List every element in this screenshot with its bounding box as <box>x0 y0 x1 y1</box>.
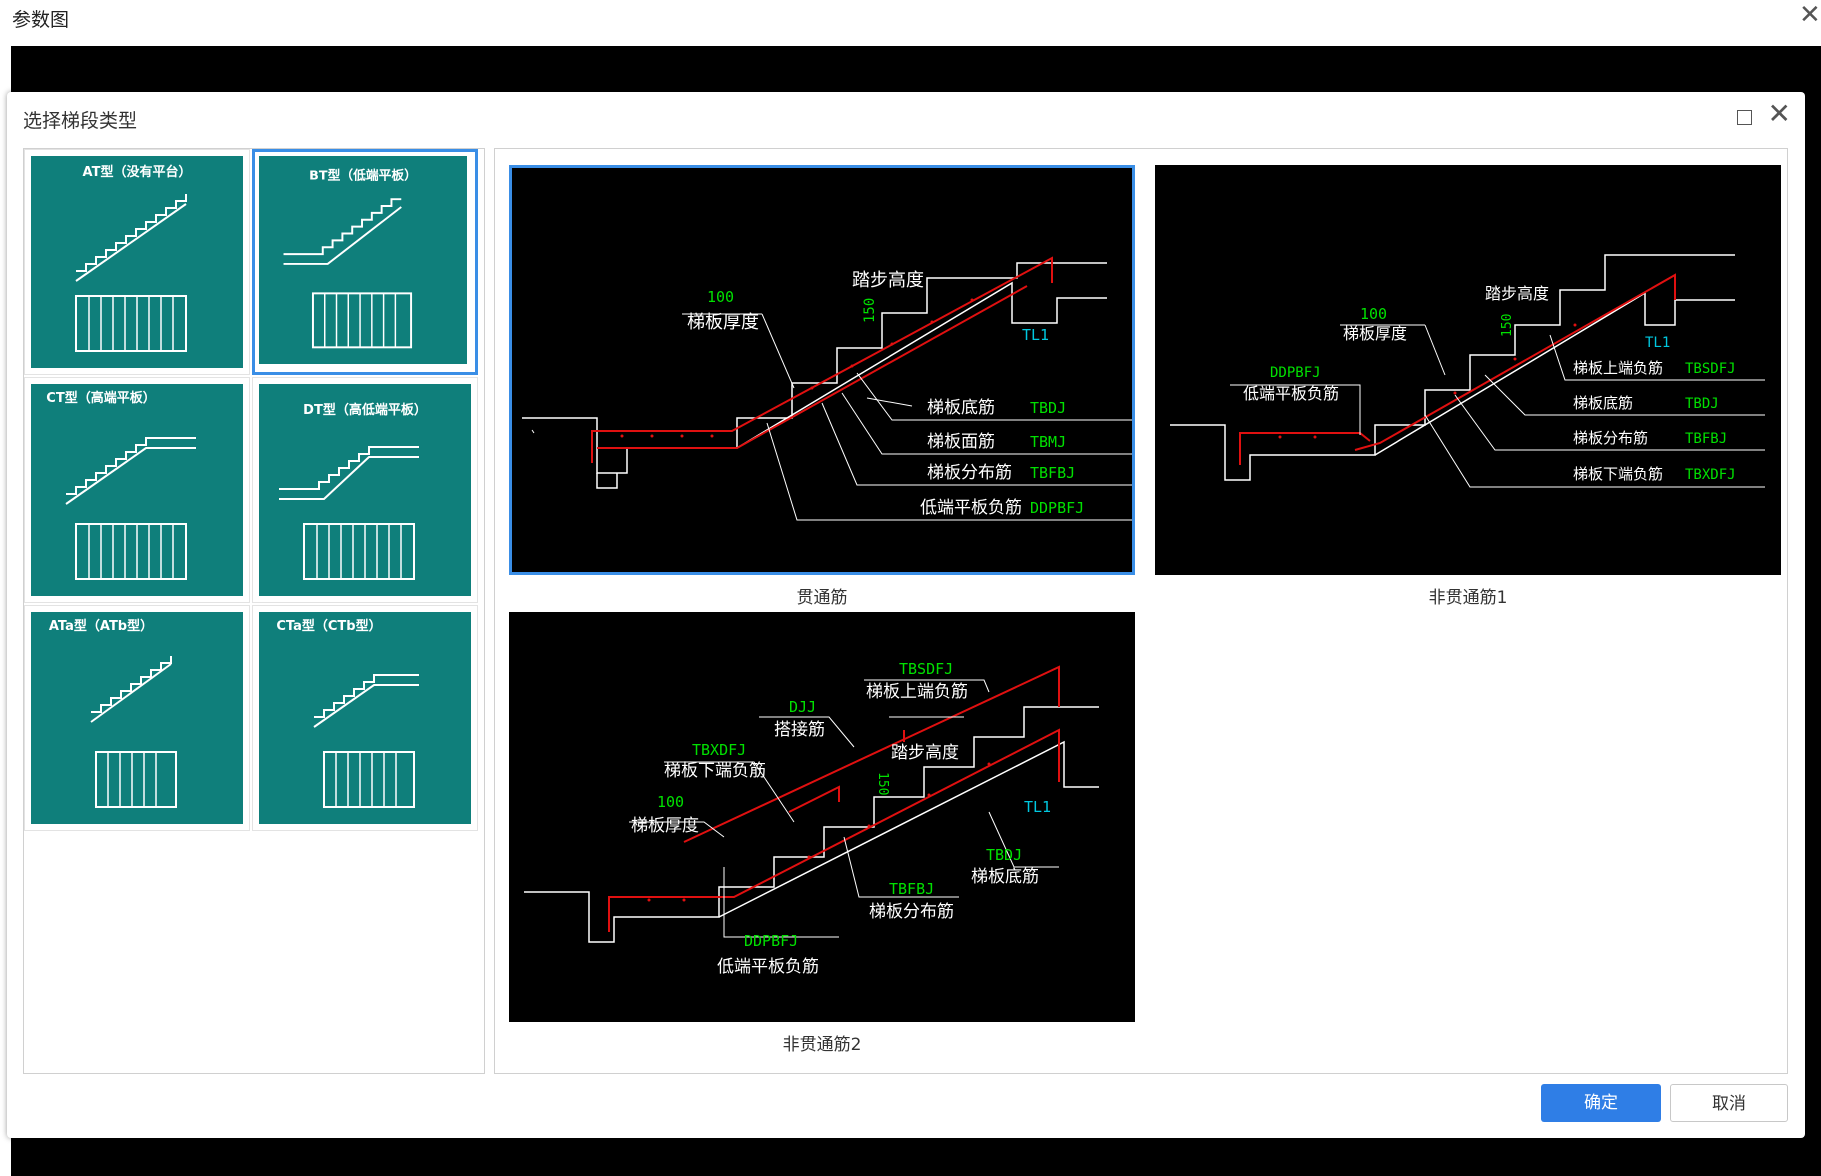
rebar-option-nonthrough-2[interactable]: TBSDFJ 梯板上端负筋 DJJ 搭接筋 TBXDFJ 梯板下端负筋 踏步高度… <box>509 612 1135 1062</box>
thickness-label: 梯板厚度 <box>687 312 759 333</box>
stair-type-tile-dt[interactable]: DT型（高低端平板） <box>252 377 478 603</box>
upper-neg-code: TBSDFJ <box>899 660 953 678</box>
stair-thumb-at: AT型（没有平台） <box>31 156 243 368</box>
confirm-button[interactable]: 确定 <box>1541 1084 1661 1122</box>
thickness-value: 100 <box>1360 305 1387 323</box>
low-neg-code: DDPBFJ <box>1030 499 1084 517</box>
dialog-title: 选择梯段类型 <box>23 110 138 132</box>
bottom-bar-label: 梯板底筋 <box>971 867 1039 887</box>
dist-bar-label: 梯板分布筋 <box>869 902 954 922</box>
low-neg-label: 低端平板负筋 <box>717 957 819 977</box>
low-neg-code: DDPBFJ <box>1270 365 1321 381</box>
thumb-label: CTa型（CTb型） <box>276 618 381 634</box>
lap-label: 搭接筋 <box>774 720 825 740</box>
top-bar-label: 梯板面筋 <box>927 432 995 452</box>
thumb-label: AT型（没有平台） <box>83 164 192 180</box>
lower-neg-label: 梯板下端负筋 <box>1573 465 1663 483</box>
low-neg-code: DDPBFJ <box>744 932 798 950</box>
dist-bar-code: TBFBJ <box>889 880 934 898</box>
dist-bar-code: TBFBJ <box>1685 431 1727 447</box>
height-value: 150 <box>1500 314 1515 337</box>
thumb-label: DT型（高低端平板） <box>303 402 427 418</box>
stair-type-tile-ct[interactable]: CT型（高端平板） <box>24 377 250 603</box>
upper-neg-label: 梯板上端负筋 <box>1573 359 1663 377</box>
stair-type-tile-at[interactable]: AT型（没有平台） <box>24 149 250 375</box>
beam-label: TL1 <box>1645 335 1670 351</box>
stair-thumb-ct: CT型（高端平板） <box>31 384 243 596</box>
reinforcement-options-panel: 100 梯板厚度 踏步高度 150 TL1 梯板底筋 TBDJ 梯板面筋 TBM… <box>494 148 1788 1074</box>
option-caption: 非贯通筋2 <box>782 1035 862 1055</box>
dist-bar-code: TBFBJ <box>1030 464 1075 482</box>
outer-window-title: 参数图 <box>12 9 70 31</box>
thickness-label: 梯板厚度 <box>631 816 699 836</box>
upper-neg-code: TBSDFJ <box>1685 361 1736 377</box>
bottom-bar-code: TBDJ <box>1685 396 1719 412</box>
stair-type-list: AT型（没有平台） BT型（低端平板） CT型（高端平板） <box>23 148 485 1074</box>
bottom-bar-label: 梯板底筋 <box>927 398 995 418</box>
rebar-diagram-nonthrough-2: TBSDFJ 梯板上端负筋 DJJ 搭接筋 TBXDFJ 梯板下端负筋 踏步高度… <box>509 612 1135 1022</box>
lower-neg-label: 梯板下端负筋 <box>664 761 766 781</box>
lower-neg-code: TBXDFJ <box>1685 467 1736 483</box>
rebar-diagram-through: 100 梯板厚度 踏步高度 150 TL1 梯板底筋 TBDJ 梯板面筋 TBM… <box>512 168 1132 572</box>
dist-bar-label: 梯板分布筋 <box>927 463 1012 483</box>
rebar-option-through[interactable]: 100 梯板厚度 踏步高度 150 TL1 梯板底筋 TBDJ 梯板面筋 TBM… <box>509 165 1135 608</box>
thickness-value: 100 <box>707 288 734 306</box>
close-icon[interactable]: ✕ <box>1767 97 1791 130</box>
rebar-option-nonthrough-1[interactable]: 100 梯板厚度 踏步高度 150 TL1 DDPBFJ 低端平板负筋 梯板上端… <box>1155 165 1781 608</box>
thickness-label: 梯板厚度 <box>1343 324 1407 343</box>
stair-thumb-bt: BT型（低端平板） <box>259 156 467 364</box>
outer-close-icon[interactable]: ✕ <box>1799 0 1821 30</box>
bottom-bar-label: 梯板底筋 <box>1573 394 1633 412</box>
stair-thumb-ata: ATa型（ATb型） <box>31 612 243 824</box>
upper-neg-label: 梯板上端负筋 <box>866 682 968 702</box>
thickness-value: 100 <box>657 793 684 811</box>
bottom-bar-code: TBDJ <box>986 846 1022 864</box>
rebar-diagram-nonthrough-1: 100 梯板厚度 踏步高度 150 TL1 DDPBFJ 低端平板负筋 梯板上端… <box>1155 165 1781 575</box>
lower-neg-code: TBXDFJ <box>692 741 746 759</box>
tread-height-label: 踏步高度 <box>891 743 959 763</box>
option-caption: 贯通筋 <box>796 588 848 608</box>
cancel-button[interactable]: 取消 <box>1670 1084 1788 1122</box>
beam-label: TL1 <box>1022 326 1049 344</box>
stair-type-tile-bt[interactable]: BT型（低端平板） <box>252 149 478 375</box>
height-value: 150 <box>875 772 890 795</box>
low-neg-label: 低端平板负筋 <box>1243 384 1339 403</box>
stair-thumb-dt: DT型（高低端平板） <box>259 384 471 596</box>
bottom-bar-code: TBDJ <box>1030 399 1066 417</box>
stair-thumb-cta: CTa型（CTb型） <box>259 612 471 824</box>
top-bar-code: TBMJ <box>1030 433 1066 451</box>
stair-type-dialog: 选择梯段类型 ✕ AT型（没有平台） BT型（低端平板） <box>7 92 1805 1138</box>
dist-bar-label: 梯板分布筋 <box>1573 429 1648 447</box>
thumb-label: BT型（低端平板） <box>309 168 417 184</box>
tread-height-label: 踏步高度 <box>1485 284 1549 303</box>
stair-type-tile-cta[interactable]: CTa型（CTb型） <box>252 605 478 831</box>
height-value: 150 <box>862 298 878 323</box>
stair-type-tile-ata[interactable]: ATa型（ATb型） <box>24 605 250 831</box>
low-neg-label: 低端平板负筋 <box>920 498 1022 518</box>
thumb-label: CT型（高端平板） <box>46 390 155 406</box>
thumb-label: ATa型（ATb型） <box>49 618 153 634</box>
beam-label: TL1 <box>1024 798 1051 816</box>
lap-code: DJJ <box>789 698 816 716</box>
tread-height-label: 踏步高度 <box>852 270 924 291</box>
maximize-icon[interactable] <box>1737 110 1752 125</box>
option-caption: 非贯通筋1 <box>1428 588 1508 608</box>
